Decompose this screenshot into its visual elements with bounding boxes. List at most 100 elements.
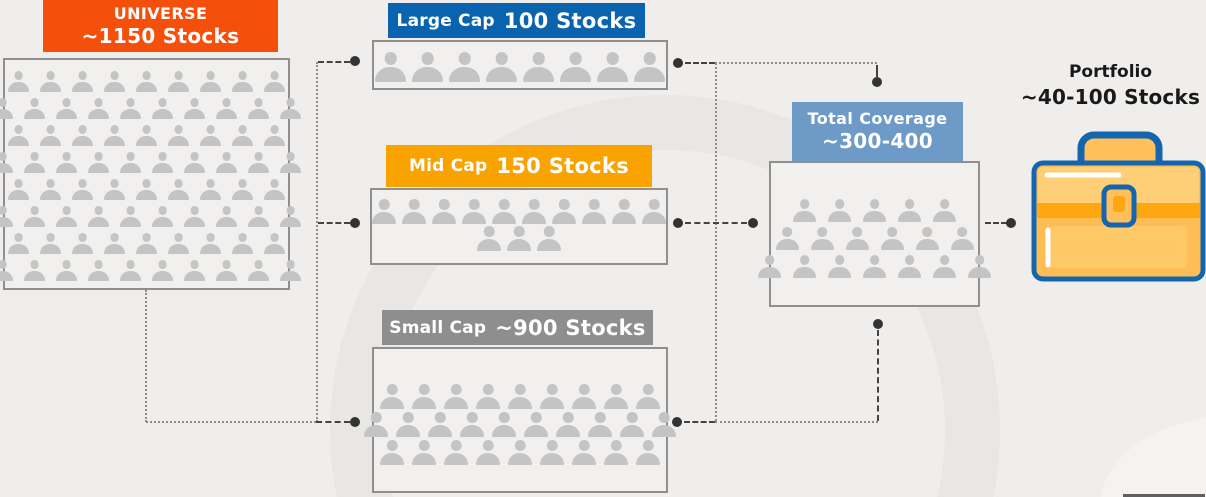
connector-to-midcap	[318, 222, 350, 224]
person-icon	[539, 384, 566, 409]
universe-subtitle: ~1150 Stocks	[81, 23, 240, 48]
person-icon	[459, 412, 486, 437]
person-icon	[39, 233, 62, 254]
person-icon	[810, 227, 835, 250]
person-icon	[39, 71, 62, 92]
connector-to-smallcap	[316, 421, 350, 423]
person-icon	[401, 199, 428, 224]
connector-largecap-out	[685, 62, 715, 64]
person-icon	[231, 71, 254, 92]
person-icon	[119, 260, 142, 281]
universe-box	[0, 58, 302, 290]
person-icon	[167, 71, 190, 92]
person-icon	[103, 179, 126, 200]
person-icon	[231, 125, 254, 146]
person-icon	[363, 412, 390, 437]
person-icon	[199, 125, 222, 146]
person-icon	[507, 440, 534, 465]
person-icon	[199, 179, 222, 200]
person-row	[0, 260, 302, 281]
watermark-ellipse	[1100, 415, 1206, 497]
person-icon	[0, 98, 14, 119]
person-icon	[167, 233, 190, 254]
person-row	[363, 412, 677, 437]
person-icon	[151, 152, 174, 173]
connector-bottom-horizontal	[146, 421, 316, 423]
person-icon	[551, 199, 578, 224]
person-icon	[792, 255, 817, 278]
person-icon	[897, 199, 922, 222]
person-icon	[183, 152, 206, 173]
midcap-label: Mid Cap	[408, 156, 488, 176]
person-icon	[167, 179, 190, 200]
person-row	[5, 233, 288, 254]
person-icon	[915, 227, 940, 250]
person-icon	[506, 226, 533, 251]
person-row	[771, 199, 978, 222]
person-icon	[0, 260, 14, 281]
person-icon	[71, 179, 94, 200]
person-row	[5, 179, 288, 200]
connector-largecap-run	[715, 62, 877, 64]
person-icon	[71, 71, 94, 92]
person-icon	[485, 52, 518, 82]
person-icon	[247, 98, 270, 119]
portfolio-title: Portfolio	[1068, 62, 1153, 82]
person-icon	[411, 52, 444, 82]
person-icon	[395, 412, 422, 437]
person-icon	[596, 52, 629, 82]
briefcase-icon	[1031, 131, 1206, 282]
person-icon	[215, 206, 238, 227]
connector-dot-coverage-bottom	[873, 319, 883, 329]
person-icon	[603, 384, 630, 409]
person-icon	[603, 440, 630, 465]
person-icon	[374, 52, 407, 82]
connector-smallcap-run	[715, 421, 878, 423]
person-icon	[633, 52, 666, 82]
person-row	[5, 71, 288, 92]
midcap-box	[370, 188, 668, 265]
person-icon	[7, 179, 30, 200]
person-icon	[757, 255, 782, 278]
coverage-title: Total Coverage	[807, 109, 948, 128]
connector-dot-largecap-left	[350, 56, 360, 66]
person-row	[374, 52, 666, 82]
connector-coverage-to-portfolio	[985, 222, 1007, 224]
person-icon	[199, 233, 222, 254]
connector-largecap-drop	[876, 65, 878, 77]
person-icon	[167, 125, 190, 146]
person-icon	[523, 412, 550, 437]
person-icon	[279, 260, 302, 281]
person-row	[374, 384, 666, 409]
portfolio-subtitle: ~40-100 Stocks	[1020, 85, 1201, 109]
person-icon	[7, 233, 30, 254]
person-icon	[231, 179, 254, 200]
person-icon	[247, 206, 270, 227]
person-icon	[792, 199, 817, 222]
connector-dot-smallcap-left	[350, 417, 360, 427]
person-icon	[476, 226, 503, 251]
smallcap-header: Small Cap ~900 Stocks	[382, 310, 653, 345]
person-icon	[231, 233, 254, 254]
person-icon	[103, 71, 126, 92]
connector-dot-coverage-top	[872, 77, 882, 87]
person-icon	[119, 152, 142, 173]
person-icon	[151, 206, 174, 227]
person-icon	[39, 125, 62, 146]
person-icon	[536, 226, 563, 251]
universe-header: UNIVERSE ~1150 Stocks	[43, 0, 278, 52]
person-icon	[443, 440, 470, 465]
person-icon	[119, 98, 142, 119]
person-icon	[641, 199, 668, 224]
person-icon	[559, 52, 592, 82]
person-icon	[581, 199, 608, 224]
person-icon	[635, 384, 662, 409]
coverage-box	[758, 161, 991, 307]
person-row	[758, 255, 991, 278]
person-icon	[932, 255, 957, 278]
person-icon	[215, 98, 238, 119]
smallcap-value: ~900 Stocks	[495, 315, 646, 340]
person-icon	[247, 260, 270, 281]
person-row	[0, 206, 302, 227]
